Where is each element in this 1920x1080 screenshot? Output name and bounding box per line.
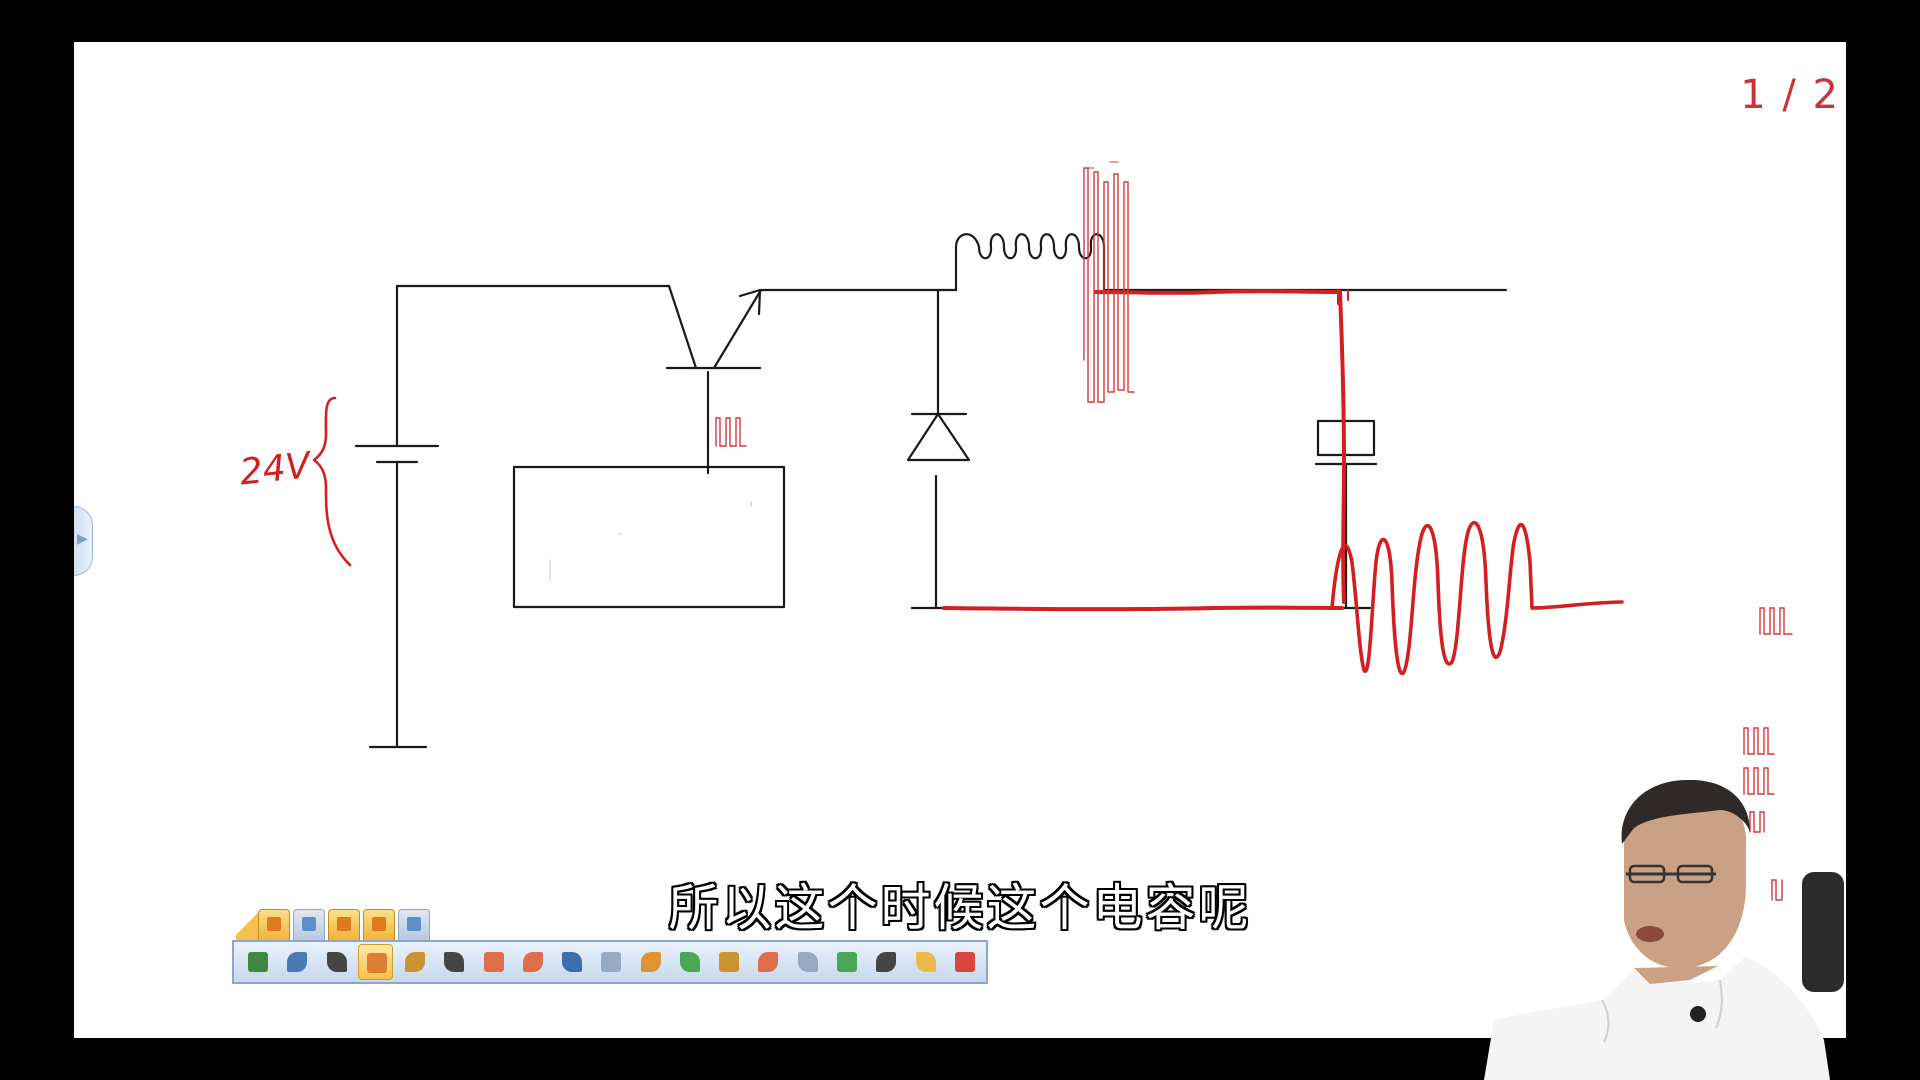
previous-page-icon <box>797 952 818 972</box>
tools-icon[interactable] <box>363 909 395 940</box>
undo-icon <box>562 952 583 972</box>
voltage-label: 24V <box>238 445 315 493</box>
export-icon[interactable] <box>328 909 360 940</box>
video-subtitle: 所以这个时候这个电容呢 <box>668 879 1252 937</box>
palette-icon <box>405 952 426 972</box>
folder-icon <box>915 952 936 972</box>
expand-arrow-icon: ▶ <box>77 531 88 547</box>
capacitor-body <box>1316 419 1376 457</box>
undo-button[interactable] <box>554 944 590 980</box>
redo-icon <box>601 952 622 972</box>
pen-icon <box>326 952 347 972</box>
page-counter: 1 / 2 <box>1740 72 1840 118</box>
brush-icon <box>366 953 387 973</box>
line-style-icon <box>444 952 465 972</box>
controller-box <box>512 465 786 609</box>
current-path-top <box>1094 289 1342 295</box>
current-path-bottom <box>942 605 1344 612</box>
refresh-icon <box>954 952 975 972</box>
previous-page-button[interactable] <box>790 944 826 980</box>
presenter-video <box>1484 780 1844 1080</box>
resource-icon[interactable] <box>398 909 430 940</box>
eraser-icon <box>483 952 504 972</box>
folder-button[interactable] <box>908 944 944 980</box>
hand-icon <box>719 952 740 972</box>
eraser-button[interactable] <box>476 944 512 980</box>
edit-box-icon <box>640 952 661 972</box>
circuit-drawing: 24V <box>238 161 1793 901</box>
whiteboard-canvas[interactable]: 24V 1 / 2 ▶ <box>74 42 1846 1038</box>
home-icon[interactable] <box>258 909 290 940</box>
transistor-emitter <box>712 288 763 370</box>
inductor-coil <box>954 233 1106 292</box>
new-page-icon <box>679 952 700 972</box>
clear-page-button[interactable] <box>515 944 551 980</box>
oscillation-waveform <box>1330 520 1624 676</box>
side-panel-toggle[interactable]: ▶ <box>74 506 93 576</box>
next-page-icon <box>837 952 857 972</box>
transistor-collector <box>667 284 698 370</box>
new-page-button[interactable] <box>672 944 708 980</box>
line-style-button[interactable] <box>436 944 472 980</box>
edit-box-button[interactable] <box>633 944 669 980</box>
redo-button[interactable] <box>593 944 629 980</box>
refresh-button[interactable] <box>947 944 983 980</box>
next-page-button[interactable] <box>829 944 865 980</box>
pulse-train-margin-4 <box>1749 811 1765 833</box>
smart-pen-button[interactable] <box>279 944 315 980</box>
brush-button[interactable] <box>357 944 394 980</box>
page-icon[interactable] <box>293 909 325 940</box>
smart-pen-icon <box>287 952 308 972</box>
diode-triangle <box>906 412 971 462</box>
select-arrow-icon <box>248 952 268 972</box>
pulse-train-inductor <box>1083 167 1135 403</box>
annotation-toolbar <box>232 940 988 984</box>
current-path-right <box>1338 290 1346 604</box>
voltage-brace <box>312 396 352 567</box>
transistor-emitter-arrow <box>738 288 762 316</box>
play-page-icon <box>758 952 779 972</box>
pulse-train-margin-1 <box>1759 607 1793 635</box>
pen-button[interactable] <box>319 944 355 980</box>
play-page-button[interactable] <box>750 944 786 980</box>
camera-button[interactable] <box>868 944 904 980</box>
select-arrow-button[interactable] <box>240 944 276 980</box>
pulse-train-margin-2 <box>1743 727 1775 755</box>
pulse-train-margin-3 <box>1743 767 1775 795</box>
pulse-train-base <box>715 417 747 447</box>
toolbar-tab-strip <box>236 908 433 940</box>
current-path-left-corner <box>1337 289 1349 305</box>
clear-page-icon <box>522 952 543 972</box>
hand-button[interactable] <box>711 944 747 980</box>
camera-icon <box>876 952 897 972</box>
palette-button[interactable] <box>397 944 433 980</box>
